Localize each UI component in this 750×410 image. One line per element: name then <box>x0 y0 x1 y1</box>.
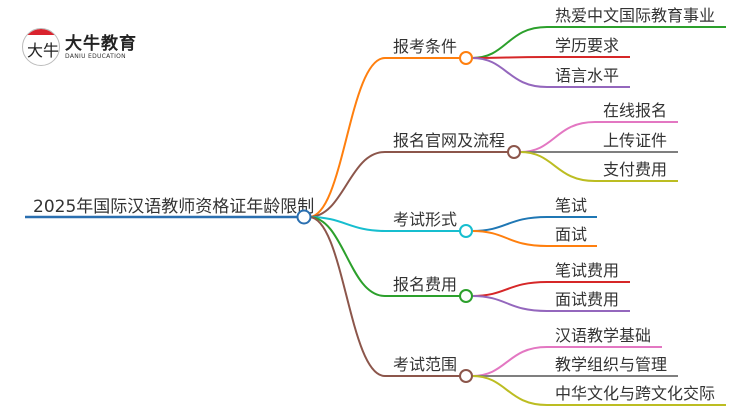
branch-collapse-toggle[interactable] <box>459 51 473 65</box>
root-collapse-toggle[interactable] <box>296 209 312 225</box>
subtopic-connector <box>471 346 662 377</box>
subtopic-connector <box>519 151 678 182</box>
subtopic-connector <box>471 57 630 88</box>
subtopic[interactable]: 上传证件 <box>603 131 667 150</box>
branch-connector <box>308 216 460 232</box>
branch-topic[interactable]: 报考条件 <box>393 37 457 56</box>
branch-topic[interactable]: 报名费用 <box>393 275 457 294</box>
branch-topic[interactable]: 考试形式 <box>393 210 457 229</box>
root-topic[interactable]: 2025年国际汉语教师资格证年龄限制 <box>33 197 314 217</box>
subtopic[interactable]: 热爱中文国际教育事业 <box>555 6 715 25</box>
subtopic[interactable]: 汉语教学基础 <box>555 326 651 345</box>
branch-topic[interactable]: 考试范围 <box>393 355 457 374</box>
branch-collapse-toggle[interactable] <box>459 369 473 383</box>
branch-connector <box>308 216 460 297</box>
subtopic[interactable]: 面试 <box>555 225 587 244</box>
subtopic[interactable]: 笔试费用 <box>555 261 619 280</box>
subtopic[interactable]: 学历要求 <box>555 36 619 55</box>
subtopic-connector <box>471 56 630 59</box>
subtopic[interactable]: 中华文化与跨文化交际 <box>555 384 715 403</box>
branch-topic[interactable]: 报名官网及流程 <box>393 131 505 150</box>
branch-collapse-toggle[interactable] <box>459 224 473 238</box>
branch-connector <box>308 151 508 218</box>
subtopic[interactable]: 在线报名 <box>603 101 667 120</box>
branch-collapse-toggle[interactable] <box>459 289 473 303</box>
subtopic[interactable]: 支付费用 <box>603 160 667 179</box>
subtopic-connector <box>471 281 630 297</box>
subtopic[interactable]: 笔试 <box>555 196 587 215</box>
branch-connector <box>308 216 460 377</box>
branch-collapse-toggle[interactable] <box>507 145 521 159</box>
subtopic-connector <box>471 26 726 59</box>
subtopic-connector <box>471 295 630 312</box>
subtopic-connector <box>471 230 597 247</box>
subtopic[interactable]: 语言水平 <box>555 66 619 85</box>
subtopic-connector <box>519 121 678 153</box>
branch-connector <box>308 57 460 218</box>
logo-mark: 大牛 <box>22 28 60 66</box>
subtopic[interactable]: 面试费用 <box>555 290 619 309</box>
subtopic-connector <box>471 216 597 232</box>
subtopic[interactable]: 教学组织与管理 <box>555 355 667 374</box>
logo-name: 大牛教育 <box>65 33 137 54</box>
logo: 大牛 大牛教育 DANIU EDUCATION <box>22 28 137 66</box>
logo-name-en: DANIU EDUCATION <box>65 52 126 60</box>
subtopic-connector <box>471 375 726 406</box>
